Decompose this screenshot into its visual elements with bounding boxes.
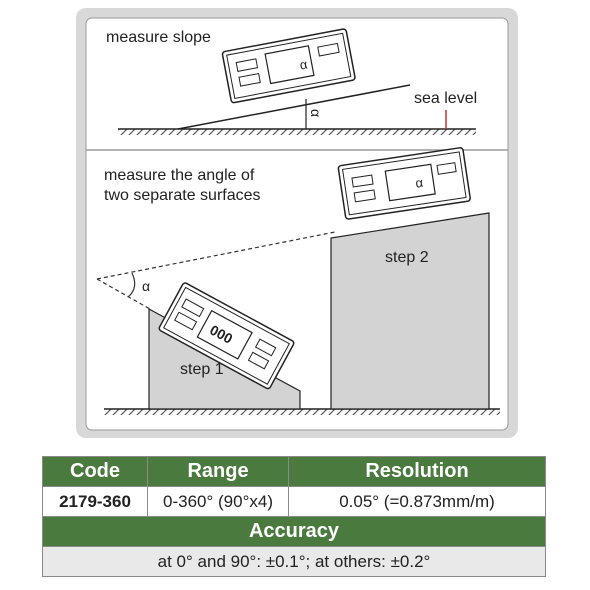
dashed-line-lower xyxy=(96,278,151,310)
panel-measure-slope: measure slope sea level α α xyxy=(106,28,477,135)
slope-line xyxy=(177,84,411,130)
value-range: 0-360° (90°x4) xyxy=(147,486,289,517)
alpha-label-top: α xyxy=(308,109,324,117)
header-accuracy: Accuracy xyxy=(42,516,546,547)
ground-hatch-bottom xyxy=(104,409,500,415)
measurement-diagram: measure slope sea level α α measure the … xyxy=(76,8,518,438)
header-range: Range xyxy=(147,456,289,487)
dashed-line-upper xyxy=(96,231,336,280)
level-device-step2: α xyxy=(337,147,471,220)
alpha-label-device-step2: α xyxy=(414,175,424,191)
step2-label: step 2 xyxy=(385,249,429,266)
panel-bottom-title-line1: measure the angle of xyxy=(104,167,255,184)
level-device-top: α xyxy=(221,28,356,104)
step2-block xyxy=(330,212,490,410)
panel-two-surfaces: measure the angle of two separate surfac… xyxy=(96,147,500,415)
header-code: Code xyxy=(42,456,148,487)
accuracy-header-row: Accuracy xyxy=(42,516,546,547)
value-accuracy: at 0° and 90°: ±0.1°; at others: ±0.2° xyxy=(42,546,546,577)
alpha-label-bottom: α xyxy=(142,278,150,294)
panel-bottom-title-line2: two separate surfaces xyxy=(104,187,261,204)
value-resolution: 0.05° (=0.873mm/m) xyxy=(288,486,546,517)
sea-level-label: sea level xyxy=(414,90,477,107)
accuracy-value-row: at 0° and 90°: ±0.1°; at others: ±0.2° xyxy=(42,546,546,577)
spec-table: Code Range Resolution 2179-360 0-360° (9… xyxy=(42,456,546,577)
spec-header-row: Code Range Resolution xyxy=(42,456,546,487)
alpha-label-device-top: α xyxy=(298,56,309,72)
ground-hatch-top xyxy=(118,129,476,135)
step1-label: step 1 xyxy=(180,361,224,378)
header-resolution: Resolution xyxy=(288,456,546,487)
level-device-step1: 000 xyxy=(158,282,295,390)
spec-value-row: 2179-360 0-360° (90°x4) 0.05° (=0.873mm/… xyxy=(42,486,546,517)
angle-arc-bottom xyxy=(127,272,136,298)
value-code: 2179-360 xyxy=(42,486,148,517)
panel-top-title: measure slope xyxy=(106,29,211,46)
